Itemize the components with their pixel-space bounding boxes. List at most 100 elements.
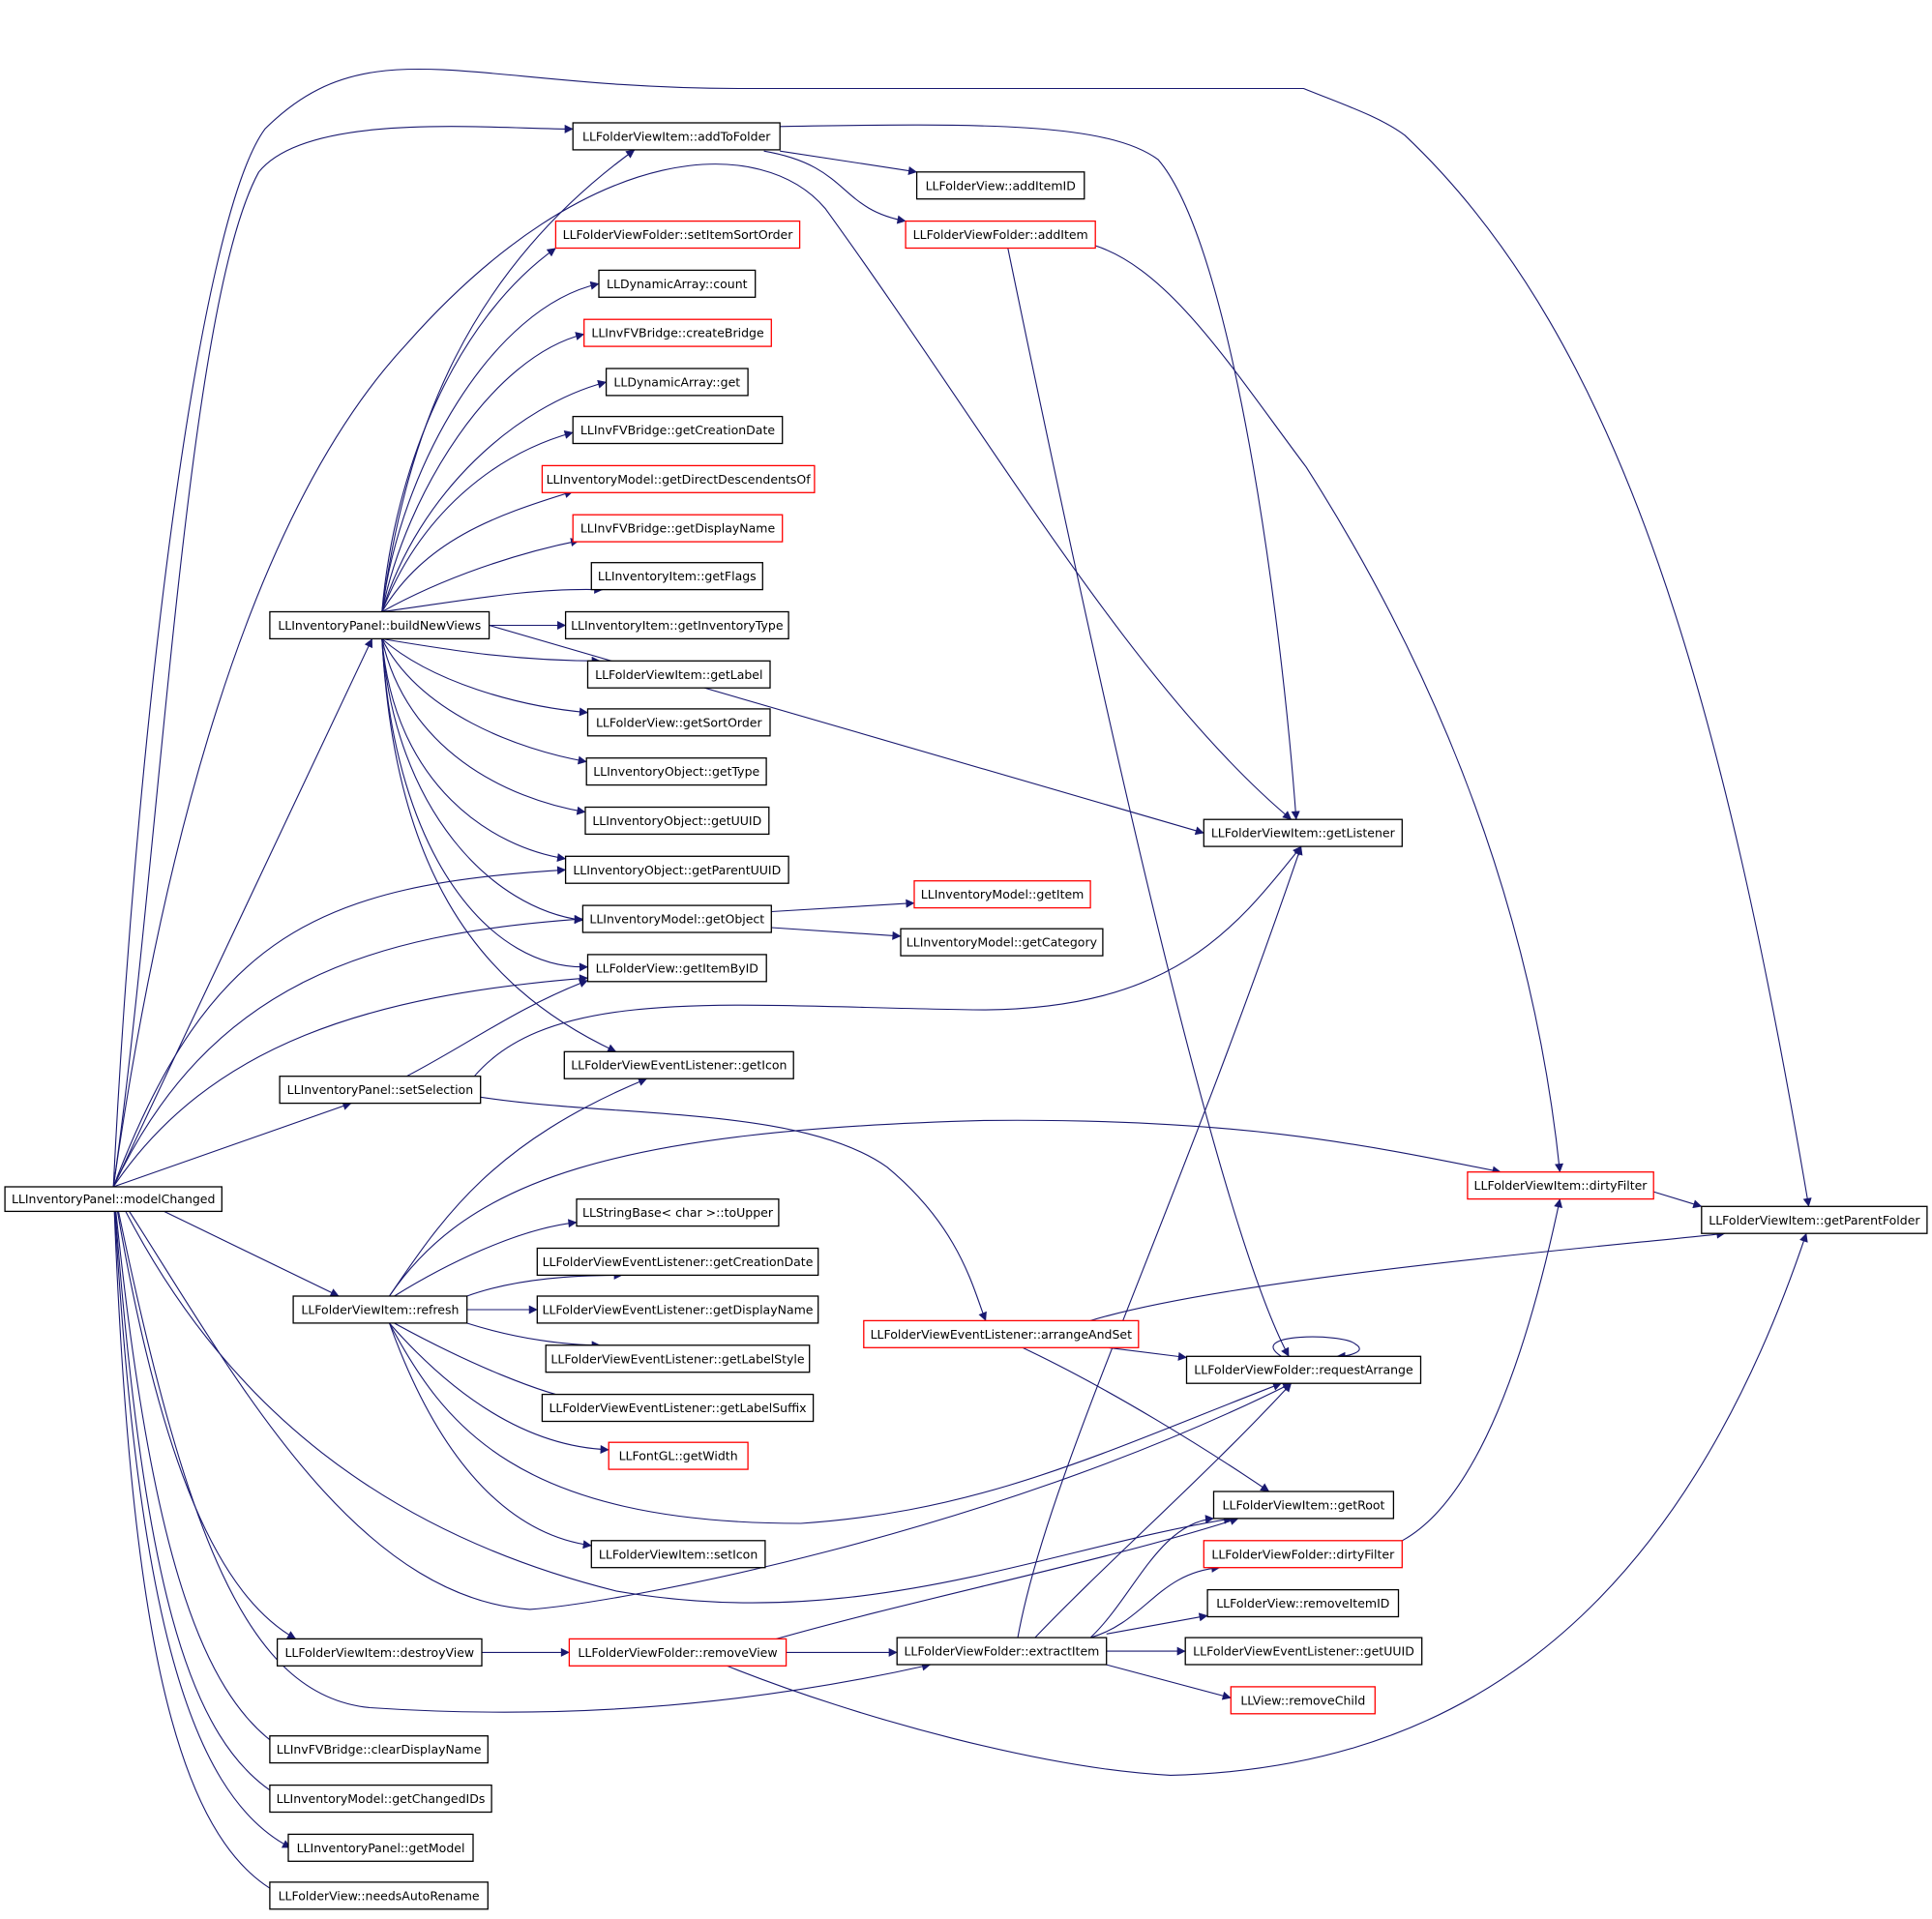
node-dirtyFilterFolder[interactable]: LLFolderViewFolder::dirtyFilter xyxy=(1203,1540,1403,1569)
node-elGetDisplayName[interactable]: LLFolderViewEventListener::getDisplayNam… xyxy=(536,1295,819,1324)
node-label: LLInvFVBridge::getDisplayName xyxy=(580,521,776,536)
node-box xyxy=(584,806,770,836)
node-destroyView[interactable]: LLFolderViewItem::destroyView xyxy=(276,1638,483,1667)
node-label: LLFolderViewItem::getRoot xyxy=(1223,1498,1385,1513)
node-box xyxy=(1203,818,1403,847)
node-addItemID[interactable]: LLFolderView::addItemID xyxy=(915,171,1085,200)
node-getLabelSuffix[interactable]: LLFolderViewEventListener::getLabelSuffi… xyxy=(541,1393,815,1423)
node-getParentFolder[interactable]: LLFolderViewItem::getParentFolder xyxy=(1701,1205,1928,1234)
node-label: LLInvFVBridge::createBridge xyxy=(591,326,764,340)
node-getType[interactable]: LLInventoryObject::getType xyxy=(585,757,767,786)
node-box xyxy=(598,269,757,298)
node-box xyxy=(576,1198,780,1227)
node-label: LLInventoryModel::getItem xyxy=(921,887,1085,901)
node-box xyxy=(608,1441,749,1470)
edge-buildNewViews-to-getType xyxy=(381,638,587,765)
node-getCreationDate[interactable]: LLInvFVBridge::getCreationDate xyxy=(572,415,784,445)
edge-dirtyFilterItem-to-getParentFolder xyxy=(1653,1191,1703,1209)
node-box xyxy=(276,1638,483,1667)
node-requestArrange[interactable]: LLFolderViewFolder::requestArrange xyxy=(1185,1355,1422,1384)
node-label: LLFolderViewItem::addToFolder xyxy=(582,130,771,144)
node-getObject[interactable]: LLInventoryModel::getObject xyxy=(581,904,772,933)
node-label: LLView::removeChild xyxy=(1240,1693,1365,1707)
node-removeItemID[interactable]: LLFolderView::removeItemID xyxy=(1206,1588,1400,1618)
edge-extractItem-to-requestArrange xyxy=(1034,1382,1293,1639)
node-label: LLFolderView::needsAutoRename xyxy=(279,1888,480,1903)
node-box xyxy=(269,1784,492,1814)
node-box xyxy=(269,1735,489,1764)
node-refresh[interactable]: LLFolderViewItem::refresh xyxy=(292,1295,468,1324)
node-createBridge[interactable]: LLInvFVBridge::createBridge xyxy=(583,318,772,347)
node-getModel[interactable]: LLInventoryPanel::getModel xyxy=(287,1833,474,1862)
node-getLabel[interactable]: LLFolderViewItem::getLabel xyxy=(586,660,771,689)
edge-buildNewViews-to-getDisplayName xyxy=(381,538,580,612)
edge-addItem-to-requestArrange xyxy=(1007,248,1290,1357)
node-setItemSortOrder[interactable]: LLFolderViewFolder::setItemSortOrder xyxy=(554,220,801,250)
node-getParentUUID[interactable]: LLInventoryObject::getParentUUID xyxy=(564,855,789,884)
node-getDirectDescendentsOf[interactable]: LLInventoryModel::getDirectDescendentsOf xyxy=(541,464,816,493)
node-getWidth[interactable]: LLFontGL::getWidth xyxy=(608,1441,749,1470)
edge-buildNewViews-to-get xyxy=(381,379,608,612)
node-box xyxy=(279,1076,482,1105)
node-getIcon[interactable]: LLFolderViewEventListener::getIcon xyxy=(563,1050,794,1079)
node-label: LLStringBase< char >::toUpper xyxy=(582,1205,774,1220)
node-box xyxy=(863,1319,1140,1348)
node-getFlags[interactable]: LLInventoryItem::getFlags xyxy=(590,562,763,591)
node-addItem[interactable]: LLFolderViewFolder::addItem xyxy=(905,220,1096,250)
node-buildNewViews[interactable]: LLInventoryPanel::buildNewViews xyxy=(269,610,490,640)
edge-modelChanged-to-needsAutoRename xyxy=(112,1186,284,1897)
edge-modelChanged-to-getItemByID xyxy=(112,974,588,1188)
node-setIcon[interactable]: LLFolderViewItem::setIcon xyxy=(590,1540,766,1569)
node-label: LLFolderViewFolder::addItem xyxy=(913,227,1088,242)
edge-buildNewViews-to-getItemByID xyxy=(381,638,588,972)
node-getUUID[interactable]: LLInventoryObject::getUUID xyxy=(584,806,770,836)
node-label: LLInventoryItem::getInventoryType xyxy=(571,618,784,633)
node-getRoot[interactable]: LLFolderViewItem::getRoot xyxy=(1212,1491,1395,1520)
edge-addItem-to-dirtyFilterItem xyxy=(1095,245,1563,1173)
node-elGetUUID[interactable]: LLFolderViewEventListener::getUUID xyxy=(1184,1637,1423,1666)
node-getInventoryType[interactable]: LLInventoryItem::getInventoryType xyxy=(564,610,789,640)
node-label: LLInventoryModel::getCategory xyxy=(907,935,1098,950)
node-modelChanged[interactable]: LLInventoryPanel::modelChanged xyxy=(4,1186,223,1213)
node-addToFolder[interactable]: LLFolderViewItem::addToFolder xyxy=(572,122,781,151)
node-getDisplayName[interactable]: LLInvFVBridge::getDisplayName xyxy=(572,514,784,543)
node-label: LLFolderViewEventListener::getCreationDa… xyxy=(543,1255,814,1269)
node-box xyxy=(586,660,771,689)
node-toUpper[interactable]: LLStringBase< char >::toUpper xyxy=(576,1198,780,1227)
node-label: LLFolderView::removeItemID xyxy=(1216,1596,1389,1610)
edge-extractItem-to-dirtyFilterFolder xyxy=(1089,1563,1221,1639)
node-getCategory[interactable]: LLInventoryModel::getCategory xyxy=(900,928,1104,957)
node-getItem[interactable]: LLInventoryModel::getItem xyxy=(913,880,1091,909)
node-arrangeAndSet[interactable]: LLFolderViewEventListener::arrangeAndSet xyxy=(863,1319,1140,1348)
node-setSelection[interactable]: LLInventoryPanel::setSelection xyxy=(279,1076,482,1105)
node-label: LLInventoryObject::getType xyxy=(593,764,759,779)
edge-modelChanged-to-requestArrange xyxy=(112,1186,1293,1610)
node-box xyxy=(1185,1355,1422,1384)
node-label: LLFolderViewItem::setIcon xyxy=(599,1547,758,1561)
node-box xyxy=(572,514,784,543)
node-getLabelStyle[interactable]: LLFolderViewEventListener::getLabelStyle xyxy=(545,1344,811,1373)
node-getListener[interactable]: LLFolderViewItem::getListener xyxy=(1203,818,1403,847)
node-box xyxy=(536,1247,819,1277)
node-box xyxy=(900,928,1104,957)
node-count[interactable]: LLDynamicArray::count xyxy=(598,269,757,298)
node-get[interactable]: LLDynamicArray::get xyxy=(605,368,749,397)
node-box xyxy=(541,464,816,493)
node-box xyxy=(590,562,763,591)
node-getChangedIDs[interactable]: LLInventoryModel::getChangedIDs xyxy=(269,1784,492,1814)
node-getItemByID[interactable]: LLFolderView::getItemByID xyxy=(586,954,767,983)
node-dirtyFilterItem[interactable]: LLFolderViewItem::dirtyFilter xyxy=(1467,1171,1654,1200)
node-extractItem[interactable]: LLFolderViewFolder::extractItem xyxy=(896,1637,1108,1666)
node-getSortOrder[interactable]: LLFolderView::getSortOrder xyxy=(586,708,771,737)
node-elGetCreationDate[interactable]: LLFolderViewEventListener::getCreationDa… xyxy=(536,1247,819,1277)
node-box xyxy=(536,1295,819,1324)
node-clearDisplayName[interactable]: LLInvFVBridge::clearDisplayName xyxy=(269,1735,489,1764)
node-needsAutoRename[interactable]: LLFolderView::needsAutoRename xyxy=(269,1881,489,1910)
node-removeView[interactable]: LLFolderViewFolder::removeView xyxy=(568,1638,788,1667)
edge-buildNewViews-to-count xyxy=(381,280,600,612)
edge-removeView-to-getParentFolder xyxy=(727,1232,1808,1776)
edge-modelChanged-to-getParentFolder xyxy=(112,68,1812,1207)
node-label: LLInventoryModel::getObject xyxy=(589,912,764,927)
edge-addToFolder-to-addItemID xyxy=(780,150,918,175)
node-removeChild[interactable]: LLView::removeChild xyxy=(1230,1686,1376,1715)
